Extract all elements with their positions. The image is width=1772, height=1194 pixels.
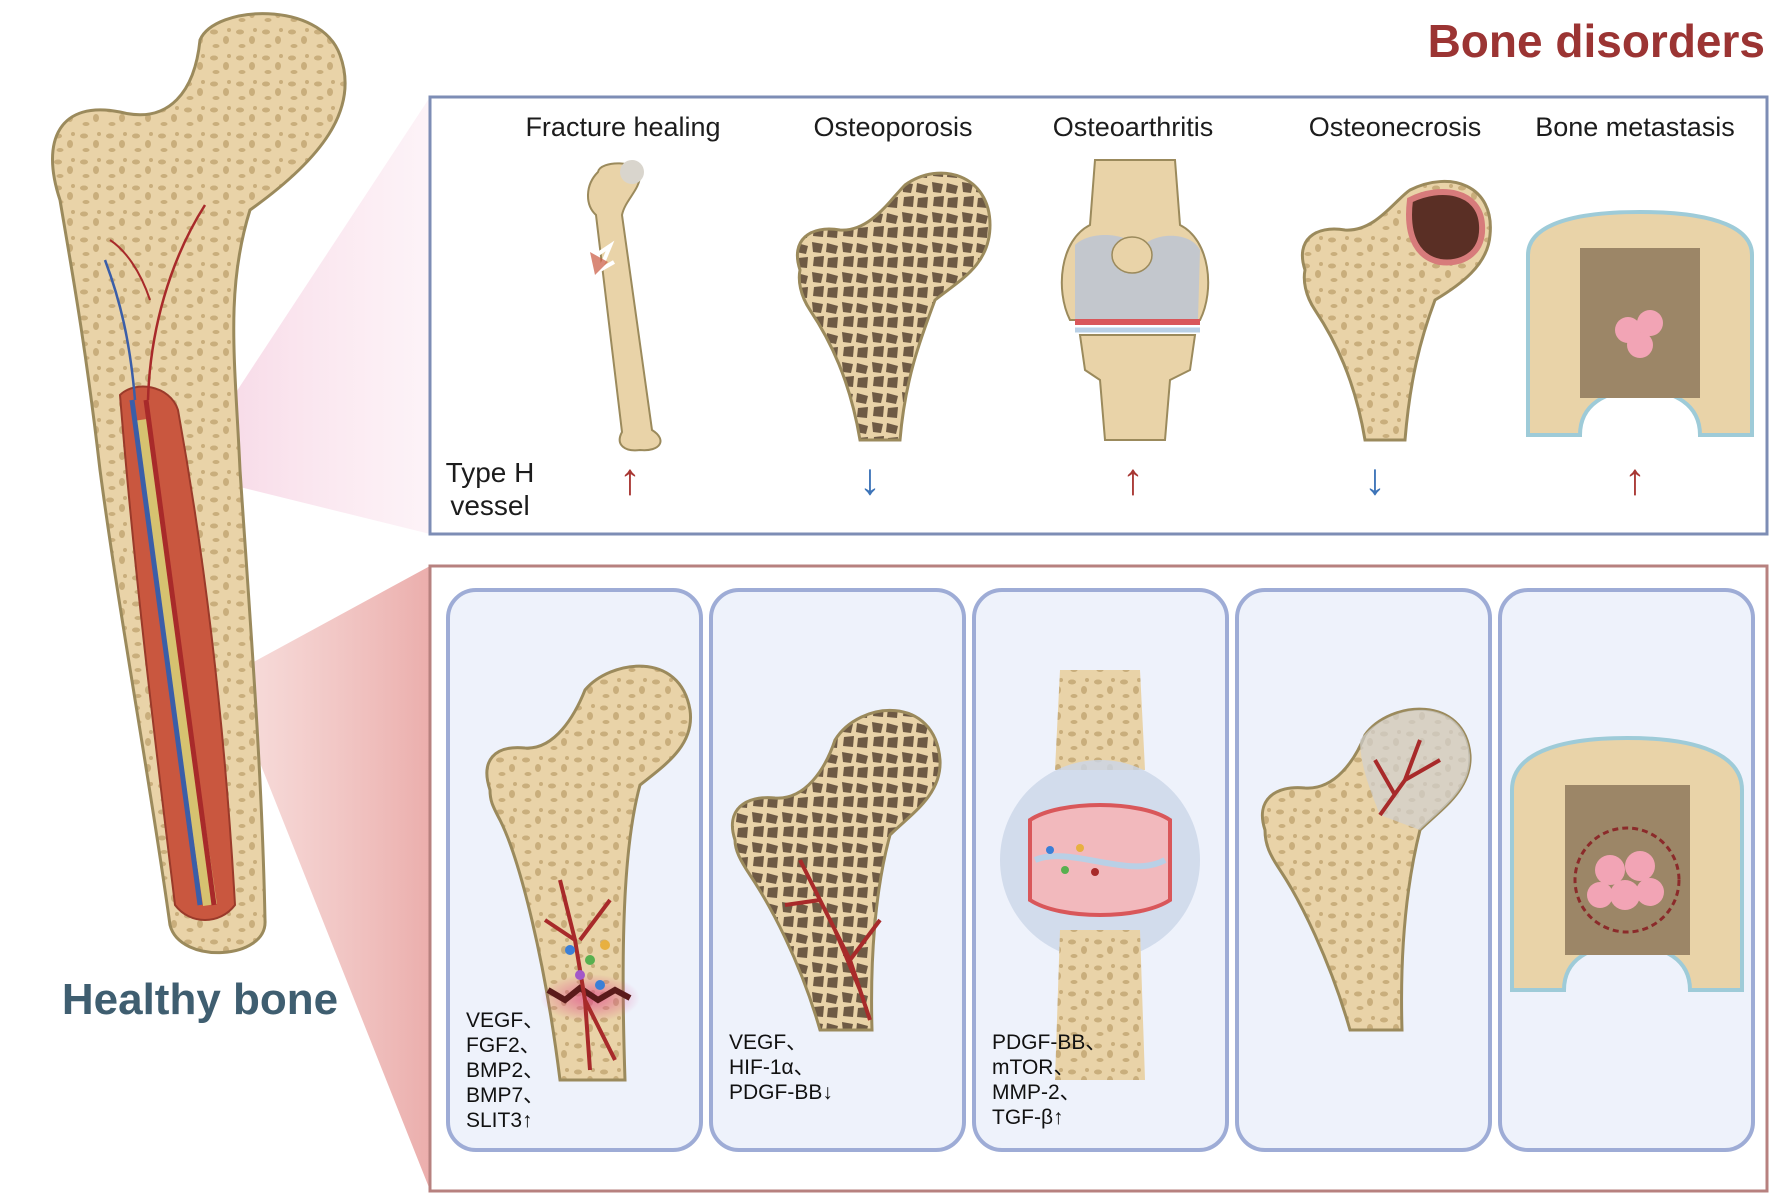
factor-item: TGF-β↑ — [992, 1106, 1064, 1129]
change-arrow-fracture: ↑ — [619, 455, 641, 504]
osteoporosis-detail-illustration — [730, 709, 942, 1032]
factor-item: PDGF-BB↓ — [729, 1081, 833, 1104]
metastasis-bone-illustration — [1526, 209, 1754, 437]
metastasis-detail-illustration — [1510, 735, 1744, 992]
factor-item: SLIT3↑ — [466, 1109, 533, 1132]
osteonecrosis-detail-illustration — [1260, 707, 1472, 1032]
disease-label-osteoporosis: Osteoporosis — [813, 112, 973, 142]
healthy-femur — [51, 12, 347, 954]
zoom-fan-top — [183, 97, 430, 534]
factor-item: VEGF、 — [729, 1031, 808, 1054]
factor-item: PDGF-BB、 — [992, 1031, 1107, 1054]
factor-item: BMP7、 — [466, 1084, 545, 1107]
factor-item: FGF2、 — [466, 1034, 541, 1057]
factor-item: BMP2、 — [466, 1059, 545, 1082]
zoom-fan-bottom — [215, 566, 430, 1190]
change-arrow-metastasis: ↑ — [1624, 455, 1646, 504]
osteonecrosis-bone-illustration — [1300, 180, 1492, 442]
disease-label-metastasis: Bone metastasis — [1535, 112, 1735, 142]
factor-list-fracture: VEGF、 FGF2、 BMP2、 BMP7、 SLIT3↑ — [466, 1008, 544, 1133]
fracture-detail-illustration — [485, 664, 693, 1082]
bone-disorders-title: Bone disorders — [1427, 15, 1765, 67]
osteoarthritis-knee-illustration — [1060, 159, 1210, 441]
vessel-label-line2: vessel — [450, 490, 530, 521]
fracture-bone-illustration — [587, 160, 662, 452]
factor-item: mTOR、 — [992, 1056, 1075, 1079]
disease-label-osteonecrosis: Osteonecrosis — [1308, 112, 1482, 142]
osteoporosis-bone-illustration — [795, 171, 992, 442]
healthy-bone-label: Healthy bone — [61, 975, 339, 1024]
factor-item: VEGF、 — [466, 1009, 545, 1032]
change-arrow-osteonecrosis: ↓ — [1364, 455, 1386, 504]
change-arrow-osteoporosis: ↓ — [859, 455, 881, 504]
osteoarthritis-detail-illustration — [1000, 670, 1200, 1080]
factor-list-osteoarthritis: PDGF-BB、 mTOR、 MMP-2、 TGF-β↑ — [992, 1030, 1106, 1130]
type-h-vessel-label: Type H vessel — [420, 456, 560, 522]
factor-item: HIF-1α、 — [729, 1056, 815, 1079]
vessel-label-line1: Type H — [445, 457, 535, 488]
change-arrow-osteoarthritis: ↑ — [1122, 455, 1144, 504]
factor-item: MMP-2、 — [992, 1081, 1081, 1104]
factor-list-osteoporosis: VEGF、 HIF-1α、 PDGF-BB↓ — [729, 1030, 833, 1105]
disease-label-fracture: Fracture healing — [525, 112, 721, 142]
disease-label-osteoarthritis: Osteoarthritis — [1052, 112, 1214, 142]
